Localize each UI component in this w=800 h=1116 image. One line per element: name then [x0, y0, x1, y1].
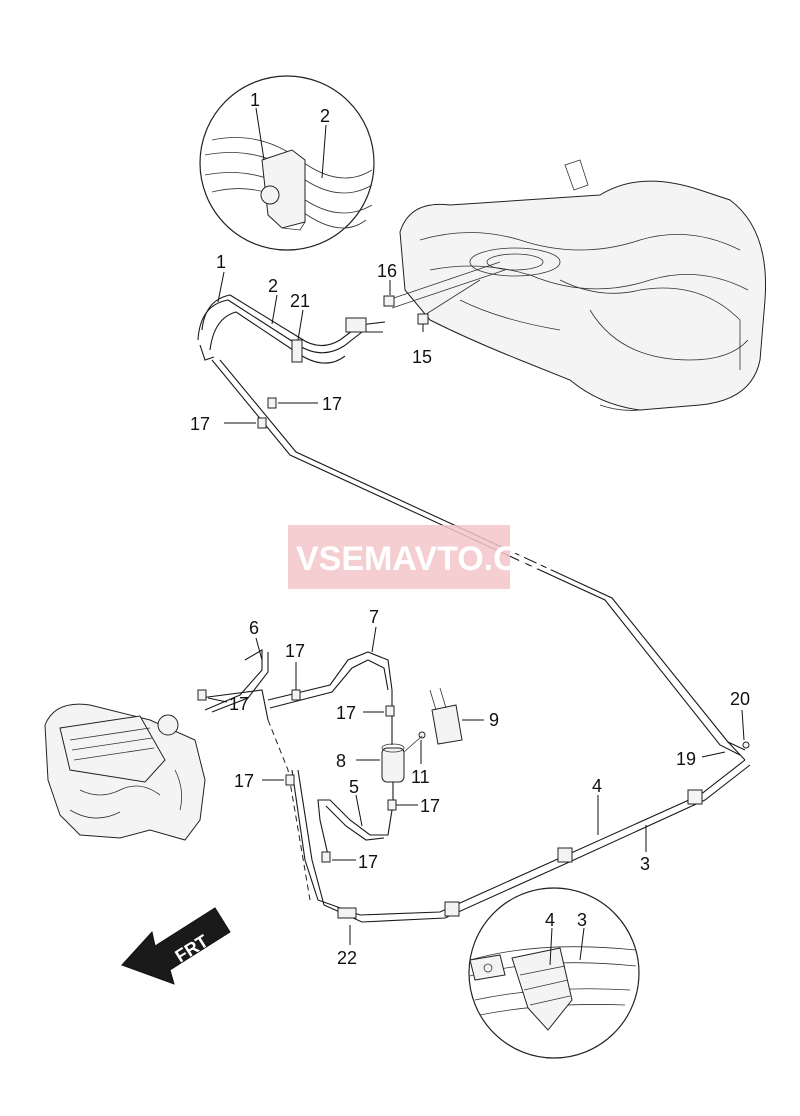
- callout-4: 4: [592, 776, 602, 796]
- callout-8: 8: [336, 751, 346, 771]
- callout-16: 16: [377, 261, 397, 281]
- detail-circle-top: [199, 75, 375, 251]
- engine: [44, 703, 206, 841]
- upper-pipe-assembly: [197, 294, 386, 364]
- front-direction-arrow: FRT: [121, 907, 231, 985]
- callout-17-b: 17: [190, 414, 210, 434]
- callout-6: 6: [249, 618, 259, 638]
- callout-20: 20: [730, 689, 750, 709]
- callout-1: 1: [216, 252, 226, 272]
- callout-17-d: 17: [285, 641, 305, 661]
- callout-17-e: 17: [336, 703, 356, 723]
- callout-9: 9: [489, 710, 499, 730]
- callout-17-f: 17: [420, 796, 440, 816]
- fuel-tank: [399, 159, 767, 411]
- callout-17-g: 17: [358, 852, 378, 872]
- callout-15: 15: [412, 347, 432, 367]
- callout-21: 21: [290, 291, 310, 311]
- callout-19: 19: [676, 749, 696, 769]
- filter-bracket: [431, 704, 463, 745]
- callout-2: 2: [268, 276, 278, 296]
- callout-17-h: 17: [234, 771, 254, 791]
- callout-3-detail: 3: [577, 910, 587, 930]
- callout-3: 3: [640, 854, 650, 874]
- watermark-text: VSEMAVTO.COM: [296, 540, 572, 578]
- callout-2-detail: 2: [320, 106, 330, 126]
- detail-circle-bottom: [468, 887, 640, 1059]
- callout-22: 22: [337, 948, 357, 968]
- watermark-box: [288, 525, 510, 589]
- callout-4-detail: 4: [545, 910, 555, 930]
- callout-17-a: 17: [322, 394, 342, 414]
- callout-17-c: 17: [229, 694, 249, 714]
- callout-1-detail: 1: [250, 90, 260, 110]
- callout-5: 5: [349, 777, 359, 797]
- fuel-filter: [381, 747, 405, 783]
- callout-7: 7: [369, 607, 379, 627]
- callout-11: 11: [411, 767, 430, 787]
